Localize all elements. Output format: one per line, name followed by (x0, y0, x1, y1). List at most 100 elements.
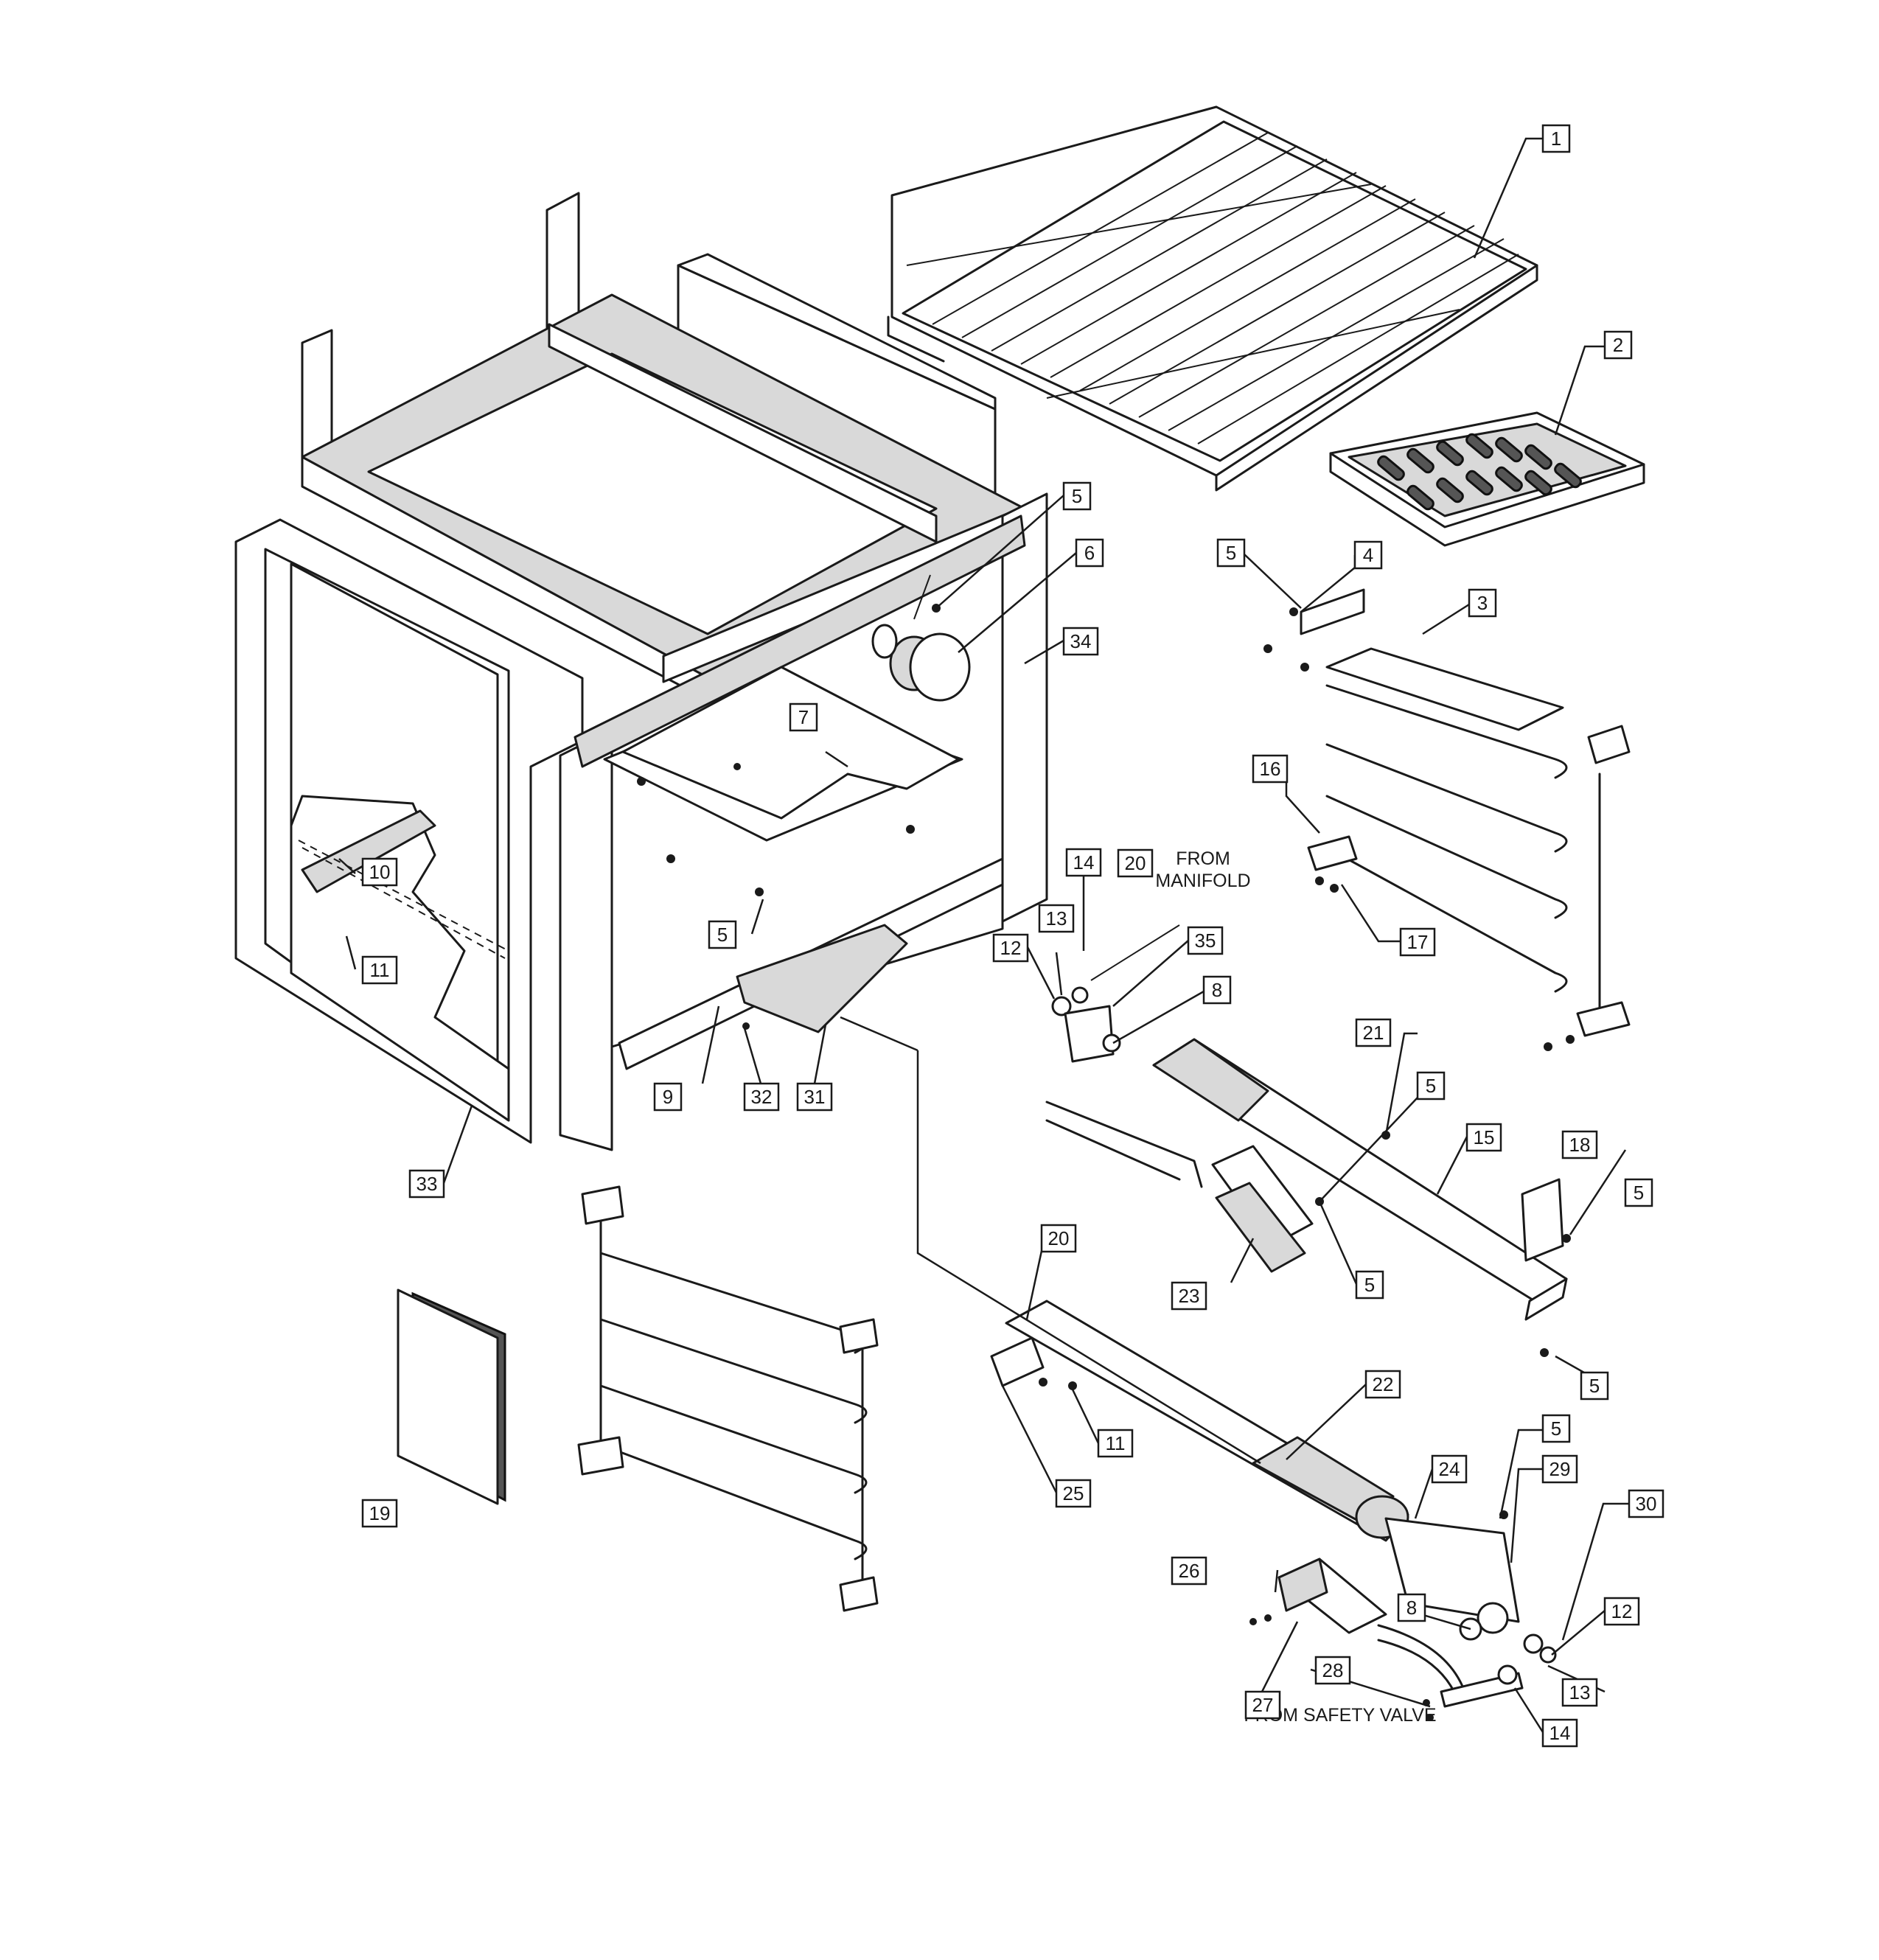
svg-text:15: 15 (1474, 1126, 1495, 1148)
callout-5a: 5 (1062, 481, 1092, 511)
svg-text:11: 11 (370, 959, 390, 981)
callout-33: 33 (408, 1169, 445, 1199)
callout-16: 16 (1252, 754, 1289, 784)
callout-9: 9 (653, 1082, 683, 1112)
svg-text:32: 32 (751, 1086, 773, 1108)
callout-22: 22 (1364, 1370, 1401, 1399)
callout-5e: 5 (1624, 1178, 1653, 1207)
callout-11a: 11 (361, 955, 398, 985)
svg-text:30: 30 (1636, 1493, 1657, 1515)
svg-text:18: 18 (1569, 1134, 1591, 1156)
rack-support (1300, 588, 1631, 1037)
svg-text:11: 11 (1106, 1432, 1126, 1454)
callout-17: 17 (1399, 927, 1436, 957)
svg-text:13: 13 (1046, 907, 1067, 930)
svg-text:9: 9 (663, 1086, 673, 1108)
svg-text:25: 25 (1063, 1482, 1084, 1504)
callout-8b: 8 (1397, 1593, 1426, 1622)
svg-text:29: 29 (1549, 1458, 1571, 1480)
svg-text:24: 24 (1439, 1458, 1460, 1480)
callout-18: 18 (1561, 1130, 1598, 1159)
callout-23: 23 (1171, 1281, 1207, 1311)
svg-text:7: 7 (798, 706, 809, 728)
callout-13a: 13 (1038, 904, 1075, 933)
callout-29: 29 (1541, 1454, 1578, 1484)
callouts: 1 2 3 4 5 5 5 5 5 5 5 5 6 7 8 8 9 10 11 … (361, 124, 1664, 1748)
svg-text:34: 34 (1070, 630, 1092, 652)
callout-4: 4 (1353, 540, 1383, 570)
svg-text:31: 31 (804, 1086, 826, 1108)
svg-text:2: 2 (1613, 334, 1623, 356)
svg-text:20: 20 (1048, 1227, 1070, 1249)
igniter-upper (1045, 1101, 1314, 1273)
svg-text:20: 20 (1125, 852, 1146, 874)
callout-10: 10 (361, 857, 398, 887)
callout-32: 32 (743, 1082, 780, 1112)
svg-text:5: 5 (1634, 1182, 1644, 1204)
screws (932, 604, 1575, 1625)
callout-26: 26 (1171, 1556, 1207, 1586)
callout-1: 1 (1541, 124, 1571, 153)
broil-burner (990, 1300, 1409, 1542)
svg-text:22: 22 (1373, 1373, 1394, 1395)
callout-19: 19 (361, 1499, 398, 1528)
callout-13b: 13 (1561, 1678, 1598, 1707)
oven-rack (887, 105, 1538, 492)
svg-text:33: 33 (416, 1173, 438, 1195)
note-from-manifold-line1: FROM (1176, 848, 1230, 869)
callout-5b: 5 (1216, 538, 1246, 568)
svg-text:5: 5 (1589, 1375, 1600, 1397)
callout-20b: 20 (1040, 1224, 1077, 1253)
svg-text:6: 6 (1084, 542, 1095, 564)
manual-booklet (397, 1288, 506, 1505)
oven-body (234, 192, 1048, 1151)
svg-text:26: 26 (1179, 1560, 1200, 1582)
svg-text:5: 5 (1426, 1075, 1436, 1097)
callout-20a: 20 (1117, 848, 1154, 878)
callout-3: 3 (1468, 588, 1497, 618)
callout-24: 24 (1431, 1454, 1468, 1484)
svg-text:27: 27 (1252, 1694, 1274, 1716)
svg-text:35: 35 (1195, 930, 1216, 952)
callout-30: 30 (1628, 1489, 1664, 1518)
oven-light (871, 574, 971, 702)
svg-text:28: 28 (1322, 1659, 1344, 1681)
svg-text:14: 14 (1549, 1722, 1571, 1744)
rack-support-left (577, 1185, 879, 1612)
svg-text:8: 8 (1212, 979, 1222, 1001)
callout-12b: 12 (1603, 1597, 1640, 1626)
svg-text:10: 10 (369, 861, 391, 883)
svg-text:5: 5 (717, 924, 728, 946)
callout-31: 31 (796, 1082, 833, 1112)
svg-text:5: 5 (1551, 1417, 1561, 1440)
callout-14a: 14 (1065, 848, 1102, 877)
broil-pan-slots (1377, 433, 1582, 511)
svg-text:21: 21 (1363, 1022, 1384, 1044)
svg-text:4: 4 (1363, 544, 1373, 566)
callout-15: 15 (1465, 1123, 1502, 1152)
callout-25: 25 (1055, 1479, 1092, 1508)
svg-text:12: 12 (1611, 1600, 1633, 1622)
svg-text:3: 3 (1477, 592, 1488, 614)
svg-text:23: 23 (1179, 1285, 1200, 1307)
callout-7: 7 (789, 702, 818, 732)
svg-text:14: 14 (1073, 851, 1095, 873)
svg-text:5: 5 (1072, 485, 1082, 507)
svg-text:17: 17 (1407, 931, 1429, 953)
svg-text:8: 8 (1406, 1597, 1417, 1619)
svg-text:5: 5 (1226, 542, 1236, 564)
callout-5d: 5 (1416, 1071, 1446, 1101)
callout-12a: 12 (992, 933, 1029, 963)
svg-text:5: 5 (1364, 1274, 1375, 1296)
broil-pan (1329, 411, 1645, 547)
note-from-manifold-line2: MANIFOLD (1155, 871, 1250, 891)
callout-5h: 5 (1541, 1414, 1571, 1443)
svg-text:16: 16 (1260, 758, 1281, 780)
callout-28: 28 (1314, 1656, 1351, 1685)
oven-burner (1152, 1038, 1568, 1321)
svg-text:1: 1 (1551, 128, 1561, 150)
callout-5f: 5 (1355, 1270, 1384, 1300)
callout-35: 35 (1187, 926, 1224, 955)
callout-5c: 5 (708, 920, 737, 949)
